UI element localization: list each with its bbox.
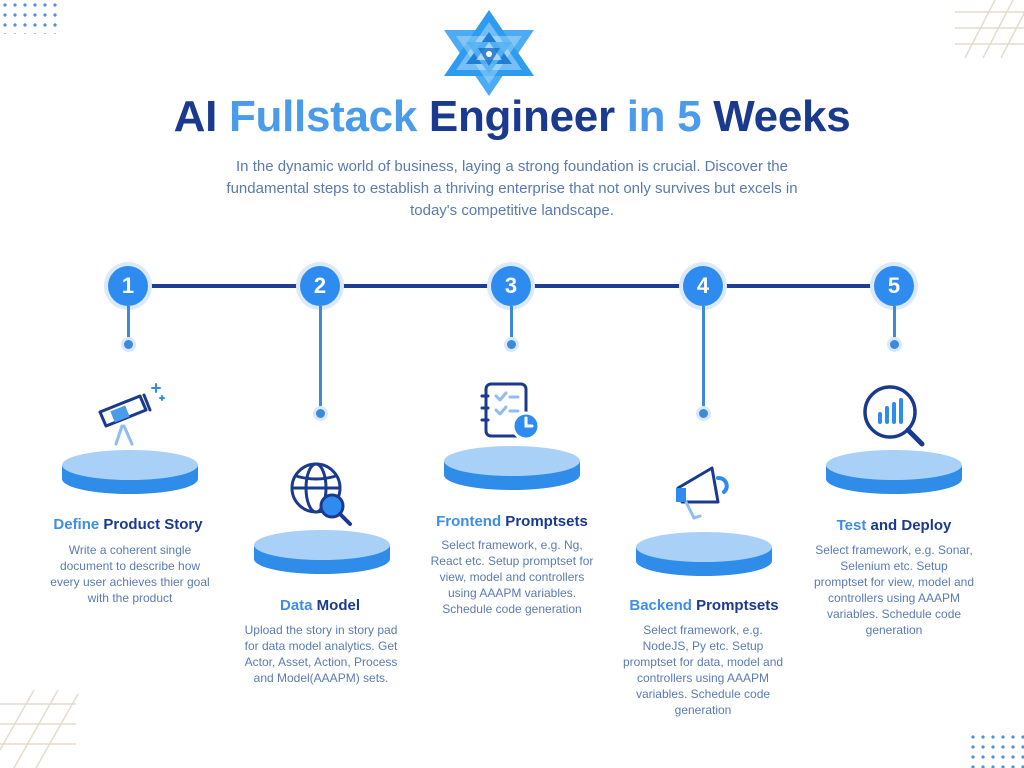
- title-part-fullstack: Fullstack: [228, 92, 417, 141]
- step-2-title-highlight: Data: [279, 597, 313, 614]
- title-part-weeks: Weeks: [701, 92, 851, 141]
- step-3-title-rest: Promptsets: [501, 513, 588, 530]
- step-5-description: Select framework, e.g. Sonar, Selenium e…: [813, 543, 975, 637]
- decorative-dots-bottom-right: [968, 732, 1024, 768]
- title-part-ai: AI: [173, 92, 229, 141]
- page-title: AI Fullstack Engineer in 5 Weeks: [0, 92, 1024, 142]
- step-1-pedestal: [62, 450, 198, 494]
- decorative-grid-top-right: [955, 0, 1024, 59]
- step-1-title-rest: Product Story: [99, 516, 203, 533]
- step-3-connector: [510, 306, 513, 342]
- step-5-title-rest: and Deploy: [866, 517, 952, 534]
- step-3-number-badge: 3: [491, 266, 531, 306]
- globe-search-icon: [290, 462, 352, 526]
- step-5-pedestal: [826, 450, 962, 494]
- step-4-title: Backend Promptsets: [600, 597, 808, 614]
- step-2-connector-dot: [316, 409, 325, 418]
- step-5-connector-dot: [890, 340, 899, 349]
- megaphone-icon: [676, 466, 729, 520]
- step-4-title-highlight: Backend: [629, 597, 692, 614]
- step-2-title: Data Model: [220, 597, 420, 614]
- step-2-connector: [319, 306, 322, 410]
- decorative-grid-bottom-left: [0, 689, 79, 768]
- step-5-connector: [893, 306, 896, 342]
- step-5-title: Test and Deploy: [794, 517, 994, 534]
- sri-yantra-logo-icon: [444, 10, 534, 96]
- step-3-title-highlight: Frontend: [436, 513, 502, 530]
- step-2-pedestal: [254, 530, 390, 574]
- step-5-number-badge: 5: [874, 266, 914, 306]
- telescope-icon: [98, 383, 165, 446]
- step-2-description: Upload the story in story pad for data m…: [244, 623, 398, 685]
- step-4-description: Select framework, e.g. NodeJS, Py etc. S…: [622, 623, 784, 717]
- step-3-description: Select framework, e.g. Ng, React etc. Se…: [430, 538, 594, 616]
- checklist-clock-icon: [480, 382, 541, 441]
- step-3-connector-dot: [507, 340, 516, 349]
- step-3-pedestal: [444, 446, 580, 490]
- step-3-title: Frontend Promptsets: [408, 513, 616, 530]
- step-1-title: Define Product Story: [28, 516, 228, 533]
- step-4-pedestal: [636, 532, 772, 576]
- step-4-connector: [702, 306, 705, 410]
- page-subtitle: In the dynamic world of business, laying…: [226, 158, 798, 219]
- step-2-number-badge: 2: [300, 266, 340, 306]
- step-2-title-rest: Model: [312, 597, 360, 614]
- step-1-title-highlight: Define: [53, 516, 100, 533]
- step-1-connector: [127, 306, 130, 342]
- chart-magnifier-icon: [863, 385, 925, 447]
- step-4-connector-dot: [699, 409, 708, 418]
- step-4-title-rest: Promptsets: [691, 597, 779, 614]
- title-part-engineer: Engineer: [417, 92, 627, 141]
- step-4-number-badge: 4: [683, 266, 723, 306]
- step-5-title-highlight: Test: [836, 517, 867, 534]
- step-1-connector-dot: [124, 340, 133, 349]
- decorative-dots-top-left: [0, 0, 60, 34]
- step-1-number-badge: 1: [108, 266, 148, 306]
- step-1-description: Write a coherent single document to desc…: [50, 543, 210, 605]
- title-part-in-5: in 5: [626, 92, 702, 141]
